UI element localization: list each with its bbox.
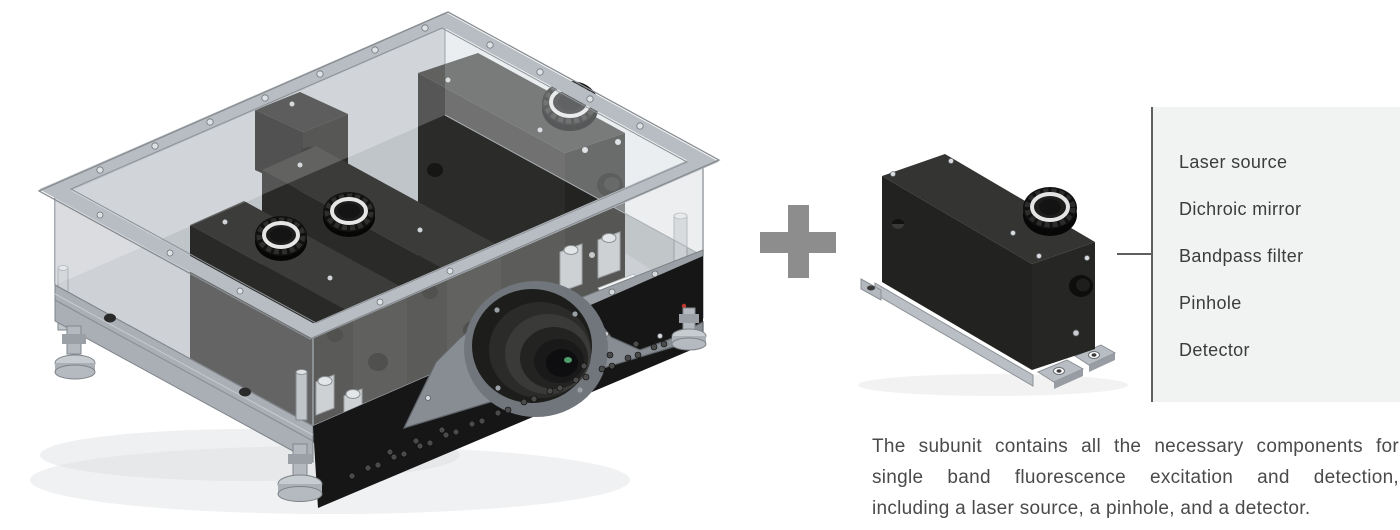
subunit-base [860, 278, 1117, 389]
subunit-body [882, 154, 1095, 370]
component-list-panel: Laser source Dichroic mirror Bandpass fi… [1151, 107, 1400, 402]
plus-icon [760, 205, 836, 278]
focus-knob-left [255, 216, 307, 261]
alignment-mark [681, 303, 687, 309]
connector-line [1117, 253, 1151, 255]
beam-port [1069, 275, 1093, 297]
leveling-foot-front [277, 443, 323, 502]
list-item-detector: Detector [1179, 340, 1250, 360]
enclosure-rim [37, 11, 721, 340]
caption-line-1: The subunit contains all the necessary c… [872, 436, 1399, 457]
caption: The subunit contains all the necessary c… [872, 431, 1399, 524]
component-list: Laser source Dichroic mirror Bandpass fi… [1153, 107, 1400, 374]
subunit-illustration [858, 154, 1128, 396]
caption-line-3: including a laser source, a pinhole, and… [872, 498, 1311, 519]
objective-lens [464, 281, 608, 417]
list-item-laser-source: Laser source [1179, 152, 1288, 172]
list-item-pinhole: Pinhole [1179, 293, 1242, 313]
caption-line-2: single band fluorescence excitation and … [872, 467, 1399, 488]
subunit-focus-knob [1023, 187, 1077, 236]
front-corner-post [295, 369, 308, 421]
leveling-foot-left [54, 325, 96, 380]
main-unit-illustration [30, 11, 721, 514]
list-item-bandpass-filter: Bandpass filter [1179, 246, 1304, 266]
perforation-holes [348, 340, 668, 480]
rim-screws [96, 24, 644, 306]
subunit-shadow [858, 374, 1128, 396]
list-item-dichroic-mirror: Dichroic mirror [1179, 199, 1302, 219]
leveling-foot-right [671, 307, 707, 351]
focus-knob-middle [323, 192, 375, 237]
